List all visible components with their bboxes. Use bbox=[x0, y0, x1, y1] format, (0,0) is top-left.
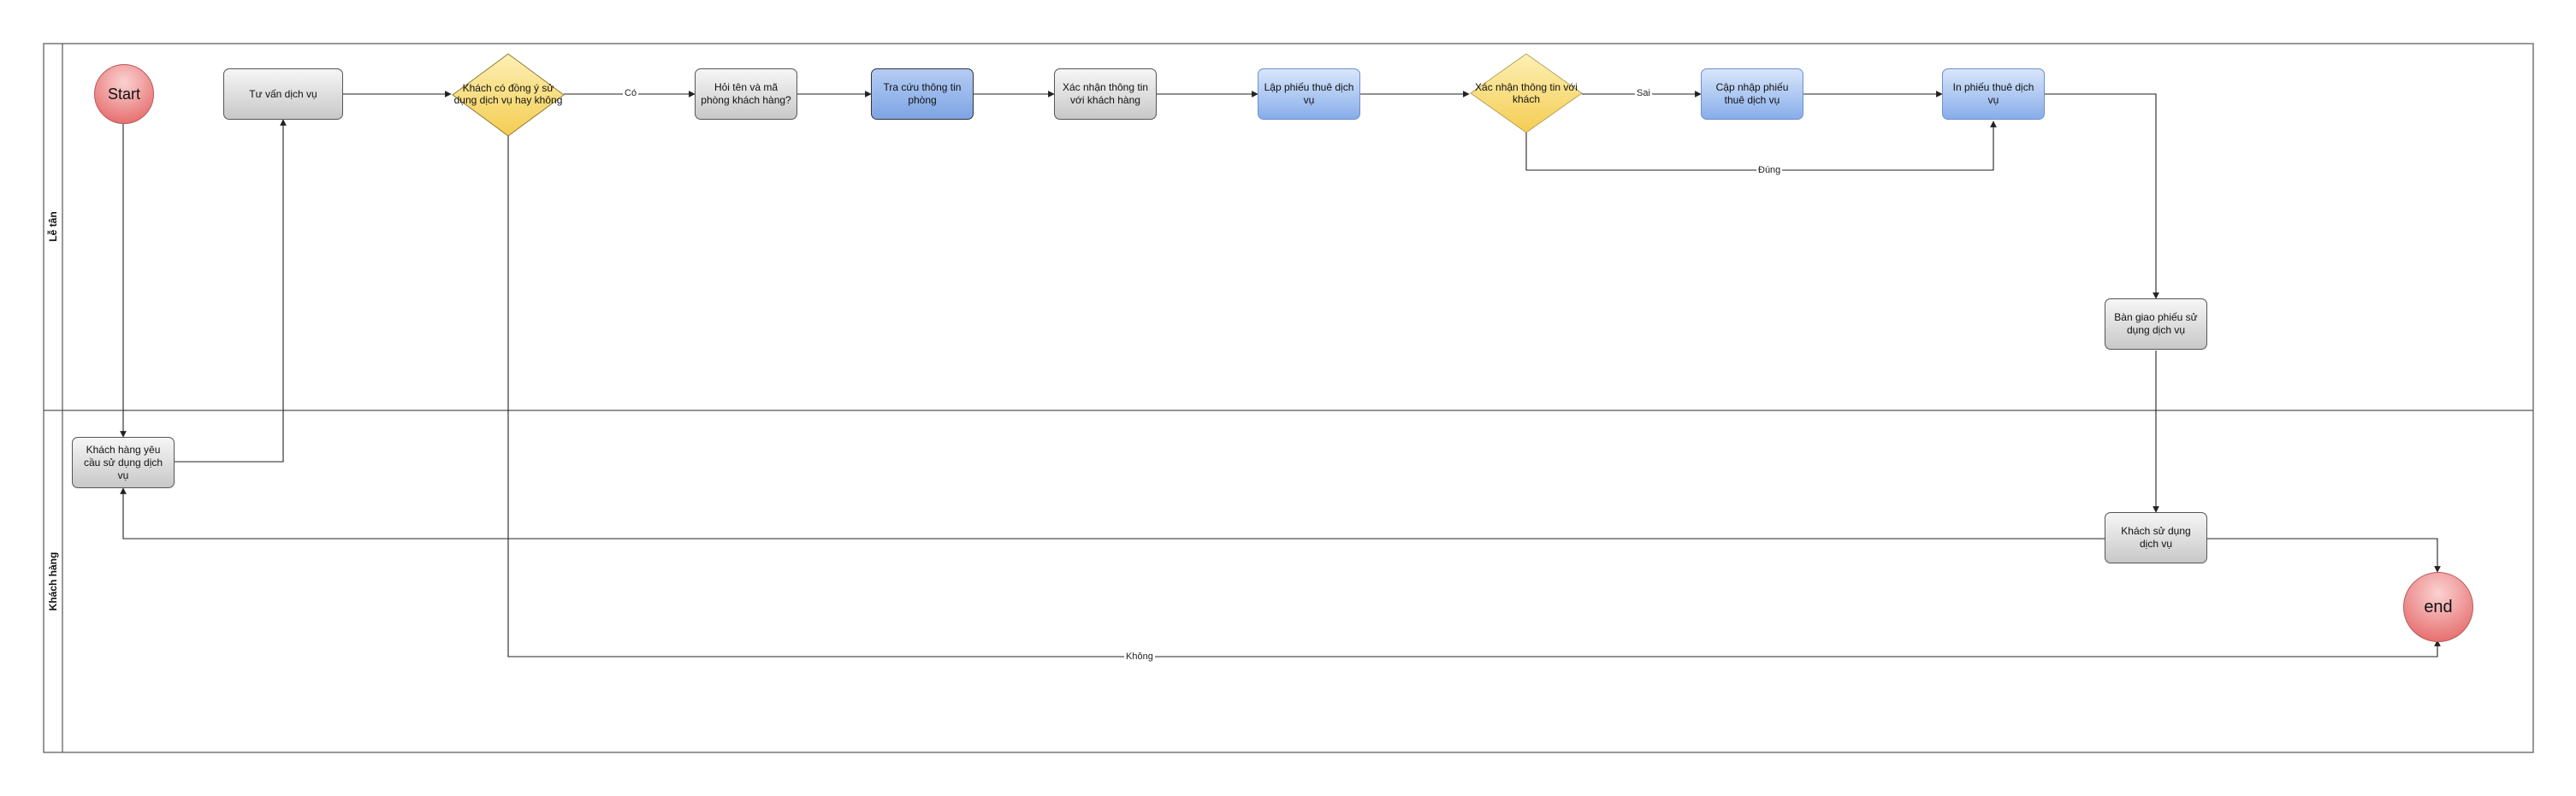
decision-verify-label[interactable]: Xác nhận thông tin với khách bbox=[1475, 81, 1578, 105]
handover-box[interactable]: Bàn giao phiếu sử dụng dịch vụ bbox=[2105, 298, 2207, 350]
create-rental-box[interactable]: Lập phiếu thuê dịch vụ bbox=[1258, 68, 1360, 120]
edge-request-to-consult bbox=[175, 119, 287, 463]
confirm-customer-box[interactable]: Xác nhận thông tin với khách hàng bbox=[1054, 68, 1157, 120]
customer-request-box[interactable]: Khách hàng yêu cầu sử dụng dịch vụ bbox=[72, 437, 175, 488]
customer-use-box[interactable]: Khách sử dụng dịch vụ bbox=[2105, 512, 2207, 563]
edge-decision-no bbox=[507, 136, 2441, 657]
ask-name-room-box[interactable]: Hỏi tên và mã phòng khách hàng? bbox=[695, 68, 797, 120]
decision-agree-label[interactable]: Khách có đồng ý sử dụng dịch vụ hay khôn… bbox=[453, 82, 563, 106]
lane-label-reception: Lễ tân bbox=[47, 211, 59, 242]
edge-label-wrong: Sai bbox=[1635, 88, 1652, 98]
update-rental-box[interactable]: Cập nhập phiếu thuê dịch vụ bbox=[1701, 68, 1803, 120]
edge-label-no: Không bbox=[1124, 652, 1155, 662]
lane-label-customer: Khách hàng bbox=[47, 551, 59, 611]
edge-label-right: Đúng bbox=[1756, 165, 1783, 175]
lookup-room-box[interactable]: Tra cứu thông tin phòng bbox=[871, 68, 974, 120]
start-node[interactable]: Start bbox=[94, 64, 154, 124]
edge-use-to-end bbox=[2207, 538, 2441, 573]
pool-frame bbox=[43, 43, 2534, 753]
consult-service-box[interactable]: Tư vấn dịch vụ bbox=[223, 68, 343, 120]
print-rental-box[interactable]: In phiếu thuê dịch vụ bbox=[1942, 68, 2045, 120]
edge-print-to-handover bbox=[2045, 93, 2159, 299]
end-node[interactable]: end bbox=[2403, 572, 2473, 642]
edge-use-to-request bbox=[120, 487, 2105, 540]
edge-verify-right bbox=[1525, 121, 1997, 171]
edge-label-yes: Có bbox=[623, 88, 639, 98]
